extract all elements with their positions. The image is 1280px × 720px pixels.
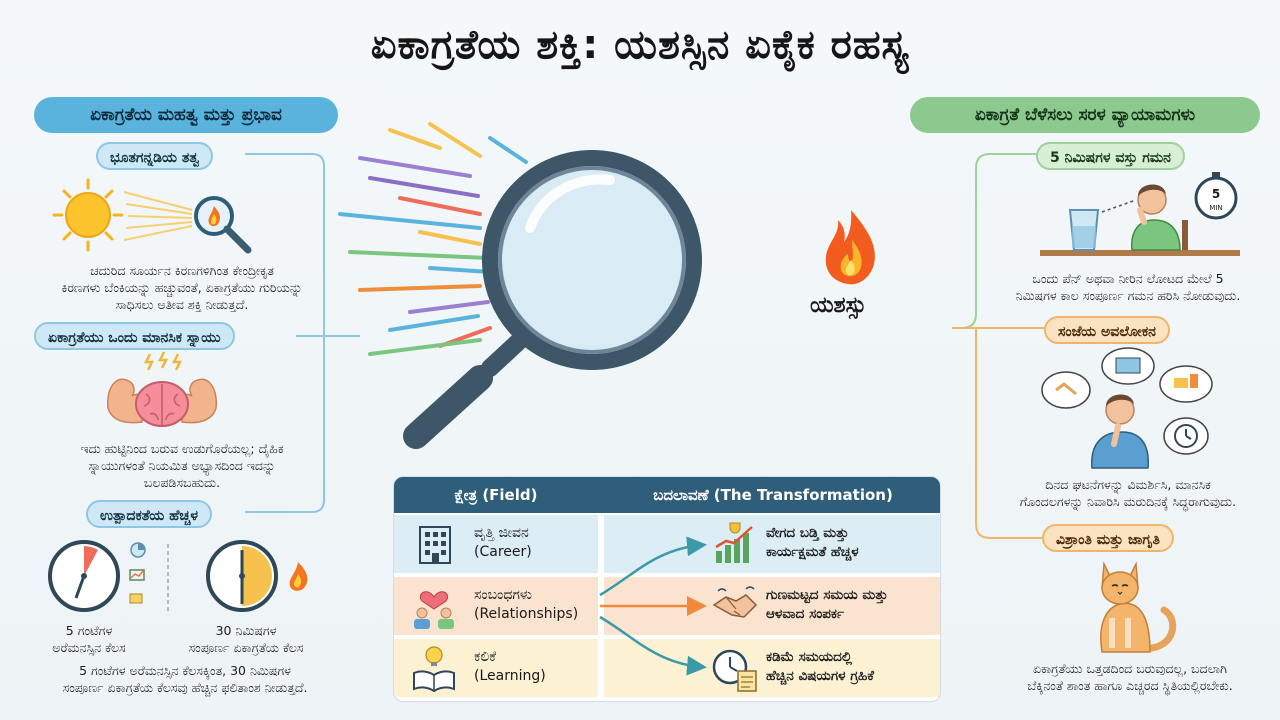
transformation-table: ಕ್ಷೇತ್ರ (Field) ಬದಲಾವಣೆ (The Transformat… (393, 476, 941, 702)
svg-text:MIN: MIN (1209, 204, 1222, 212)
magnifier-fire-icon (194, 196, 252, 254)
success-label: ಯಶಸ್ಸು (810, 293, 867, 318)
table-row-learning: ಕಲಿಕೆ (Learning) ಕಡಿಮೆ ಸಮಯದಲ್ಲಿ ಹೆಚ್ಚಿನ … (394, 639, 940, 697)
table-row-career: ವೃತ್ತಿ ಜೀವನ (Career) ವೇಗದ ಬಡ್ತಿ ಮತ್ತು ಕಾ… (394, 515, 940, 573)
col-field-header: ಕ್ಷೇತ್ರ (Field) (454, 486, 538, 504)
field-learning-text: ಕಲಿಕೆ (Learning) (474, 649, 546, 684)
table-header: ಕ್ಷೇತ್ರ (Field) ಬದಲಾವಣೆ (The Transformat… (394, 477, 940, 513)
mental-muscle-text: ಇದು ಹುಟ್ಟಿನಿಂದ ಬರುವ ಉಡುಗೊರೆಯಲ್ಲ; ದೈಹಿಕ ಸ… (80, 441, 284, 490)
cell-field-career: ವೃತ್ತಿ ಜೀವನ (Career) (394, 515, 598, 573)
building-icon (419, 526, 451, 564)
half-hearted-clock-icon (48, 540, 120, 612)
field-relationships-text: ಸಂಬಂಧಗಳು (Relationships) (474, 587, 579, 622)
water-glass-icon (1068, 209, 1100, 251)
magnifier-principle-text: ಚದುರಿದ ಸೂರ್ಯನ ಕಿರಣಗಳಿಗಿಂತ ಕೇಂದ್ರೀಕೃತ ಕಿರ… (61, 263, 303, 312)
table-row-relationships: ಸಂಬಂಧಗಳು (Relationships) ಗುಣಮಟ್ಟದ ಸಮಯ ಮತ… (394, 577, 940, 635)
field-career-text: ವೃತ್ತಿ ಜೀವನ (Career) (474, 525, 532, 560)
sun-magnifier-illustration (52, 178, 252, 254)
small-chart-icons (129, 542, 146, 604)
section-relaxation-label: ವಿಶ್ರಾಂತಿ ಮತ್ತು ಜಾಗೃತಿ (1042, 524, 1174, 552)
cell-field-relationships: ಸಂಬಂಧಗಳು (Relationships) (394, 577, 598, 635)
evening-review-illustration (1041, 347, 1213, 469)
cell-field-learning: ಕಲಿಕೆ (Learning) (394, 639, 598, 697)
relaxation-text: ಏಕಾಗ್ರತೆಯು ಒತ್ತಡದಿಂದ ಬರುವುದಲ್ಲ, ಬದಲಾಗಿ ಬ… (1027, 661, 1233, 693)
page-title: ಏಕಾಗ್ರತೆಯ ಶಕ್ತಿ: ಯಶಸ್ಸಿನ ಏಕೈಕ ರಹಸ್ಯ (370, 22, 910, 68)
fire-icon (289, 562, 308, 591)
handshake-icon (712, 586, 758, 618)
left-header-pill: ಏಕಾಗ್ರತೆಯ ಮಹತ್ವ ಮತ್ತು ಪ್ರಭಾವ (34, 97, 338, 133)
section-productivity-label: ಉತ್ಪಾದಕತೆಯ ಹೆಚ್ಚಳ (86, 500, 212, 528)
cell-result-learning: ಕಡಿಮೆ ಸಮಯದಲ್ಲಿ ಹೆಚ್ಚಿನ ವಿಷಯಗಳ ಗ್ರಹಿಕೆ (604, 639, 940, 697)
section-mental-muscle-label: ಏಕಾಗ್ರತೆಯು ಒಂದು ಮಾನಸಿಕ ಸ್ನಾಯು (34, 322, 235, 350)
thinking-person-icon (1091, 394, 1149, 469)
brain-muscle-illustration (107, 351, 217, 427)
timer-icon: 5 MIN (1194, 172, 1238, 220)
right-header-pill: ಏಕಾಗ್ರತೆ ಬೆಳೆಸಲು ಸರಳ ವ್ಯಾಯಾಮಗಳು (910, 97, 1260, 133)
clock-document-icon (712, 649, 757, 692)
col-transformation-header: ಬದಲಾವಣೆ (The Transformation) (653, 486, 893, 504)
focused-clock-icon (206, 540, 278, 612)
section-magnifier-principle-label: ಭೂತಗನ್ನಡಿಯ ತತ್ವ (96, 142, 214, 170)
magnifying-glass-icon (403, 150, 702, 449)
evening-review-text: ದಿನದ ಘಟನೆಗಳನ್ನು ವಿಮರ್ಶಿಸಿ, ಮಾನಸಿಕ ಗೊಂದಲಗ… (1019, 477, 1237, 509)
section-object-focus-label: 5 ನಿಮಿಷಗಳ ವಸ್ತು ಗಮನ (1036, 142, 1185, 170)
handshake-thought-icon (1041, 371, 1091, 409)
growth-chart-icon (715, 522, 753, 563)
object-focus-text: ಒಂದು ಪೆನ್ ಅಥವಾ ನೀರಿನ ಲೋಟದ ಮೇಲೆ 5 ನಿಮಿಷಗಳ… (1015, 271, 1241, 303)
transformation-arrows (599, 536, 707, 676)
sun-icon (52, 178, 124, 252)
scattered-light-rays (338, 122, 528, 356)
focused-person-icon (1131, 184, 1188, 251)
cell-result-career: ವೇಗದ ಬಡ್ತಿ ಮತ್ತು ಕಾರ್ಯಕ್ಷಮತೆ ಹೆಚ್ಚಳ (604, 515, 940, 573)
object-focus-illustration: 5 MIN (1040, 172, 1240, 256)
half-hearted-caption: 5 ಗಂಟೆಗಳ ಅರೆಮನಸ್ಸಿನ ಕೆಲಸ (52, 623, 126, 655)
result-learning-text: ಕಡಿಮೆ ಸಮಯದಲ್ಲಿ ಹೆಚ್ಚಿನ ವಿಷಯಗಳ ಗ್ರಹಿಕೆ (766, 649, 874, 684)
result-career-text: ವೇಗದ ಬಡ್ತಿ ಮತ್ತು ಕಾರ್ಯಕ್ಷಮತೆ ಹೆಚ್ಚಳ (766, 525, 859, 560)
success-fire-icon (825, 210, 875, 285)
people-heart-icon (414, 591, 454, 629)
section-evening-review-label: ಸಂಜೆಯ ಅವಲೋಕನ (1044, 316, 1170, 344)
central-magnifying-glass-illustration (338, 122, 702, 449)
productivity-clocks (48, 540, 308, 614)
calm-cat-illustration (1100, 561, 1177, 653)
book-bulb-icon (413, 646, 455, 693)
focused-caption: 30 ನಿಮಿಷಗಳ ಸಂಪೂರ್ಣ ಏಕಾಗ್ರತೆಯ ಕೆಲಸ (188, 623, 304, 655)
result-relationships-text: ಗುಣಮಟ್ಟದ ಸಮಯ ಮತ್ತು ಆಳವಾದ ಸಂಪರ್ಕ (766, 587, 888, 622)
svg-text:5: 5 (1212, 187, 1220, 201)
productivity-text: 5 ಗಂಟೆಗಳ ಅರೆಮನಸ್ಸಿನ ಕೆಲಸಕ್ಕಿಂತ, 30 ನಿಮಿಷ… (62, 663, 308, 695)
